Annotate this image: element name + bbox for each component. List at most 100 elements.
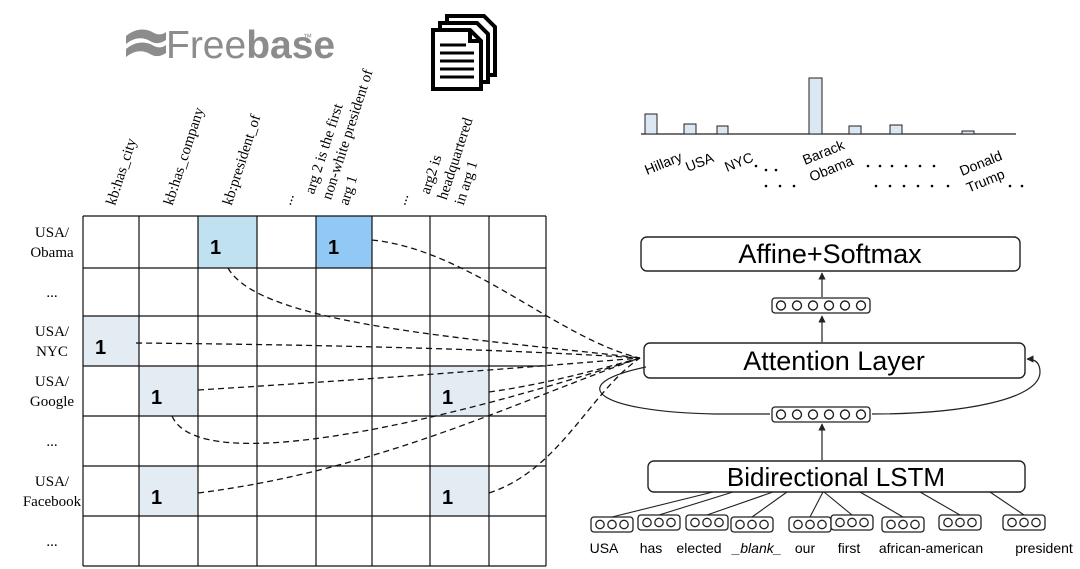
logo-text: Freebase <box>166 24 335 67</box>
token-vector <box>730 516 774 533</box>
row-label: ... <box>46 534 57 550</box>
matrix-to-attention-line <box>488 357 641 494</box>
vector-unit <box>823 300 835 311</box>
token-vector <box>1002 514 1046 531</box>
input-word: elected <box>676 540 721 556</box>
token-unit <box>943 517 953 528</box>
token-vector <box>685 514 729 531</box>
token-vector <box>830 514 874 531</box>
histogram-bar <box>683 123 697 135</box>
cell-fill <box>139 366 198 416</box>
ellipsis-dot <box>890 164 894 168</box>
token-vector <box>881 516 925 533</box>
ellipsis-dot <box>774 168 778 172</box>
affine-softmax-layer: Affine+Softmax <box>640 236 1021 272</box>
cell-value: 1 <box>151 487 162 509</box>
input-word: first <box>838 540 861 556</box>
token-to-lstm-line <box>658 491 734 516</box>
row-label-line: Google <box>30 394 75 410</box>
histogram-label: BarackObama <box>800 136 856 185</box>
histogram-bar <box>889 124 903 135</box>
ellipsis-dot <box>778 184 782 188</box>
column-label-line: kb:has_company <box>161 105 208 207</box>
ellipsis-dot <box>866 164 870 168</box>
ellipsis-dot <box>1020 184 1024 188</box>
ellipsis-dot <box>1008 184 1012 188</box>
matrix-to-attention-line <box>371 239 641 359</box>
cell-fill <box>430 366 489 416</box>
token-unit <box>886 519 896 530</box>
row-label: ... <box>46 285 57 301</box>
ellipsis-dot <box>930 184 934 188</box>
vector-unit <box>839 300 851 311</box>
row-label: ... <box>46 434 57 450</box>
token-unit <box>702 517 712 528</box>
cell-value: 1 <box>442 387 453 409</box>
ellipsis-dot <box>918 164 922 168</box>
histogram-bar <box>716 125 729 135</box>
token-vector <box>788 516 832 533</box>
row-label: USA/Google <box>30 374 75 410</box>
row-label-line: USA/ <box>35 225 70 241</box>
histogram-label-text: Hillary <box>642 148 684 177</box>
histogram-label: Hillary <box>642 148 684 177</box>
input-word: has <box>640 540 663 556</box>
token-to-lstm-line <box>611 491 714 518</box>
histogram-label: USA <box>683 149 716 175</box>
column-label: kb:president_of <box>220 113 264 207</box>
token-to-lstm-line <box>859 491 904 518</box>
token-unit <box>759 519 769 530</box>
row-label-line: USA/ <box>35 374 70 390</box>
ellipsis-dot <box>916 184 920 188</box>
token-to-lstm-line <box>751 491 788 518</box>
token-unit <box>955 517 965 528</box>
column-label-line: ... <box>279 192 298 208</box>
ellipsis-dot <box>904 164 908 168</box>
token-unit <box>735 519 745 530</box>
matrix-to-attention-line <box>197 357 641 391</box>
token-unit <box>595 519 605 530</box>
column-label-line: kb:president_of <box>220 113 264 207</box>
row-label-line: ... <box>46 285 57 301</box>
ellipsis-dot <box>932 164 936 168</box>
token-unit <box>1019 517 1029 528</box>
affine-softmax-label: Affine+Softmax <box>738 239 922 269</box>
vector-unit <box>839 409 851 420</box>
cell-fill <box>430 466 489 516</box>
cell-fill <box>316 216 372 268</box>
histogram-bar <box>808 77 823 135</box>
token-unit <box>817 519 827 530</box>
loop-right <box>871 355 1041 415</box>
row-label-line: USA/ <box>35 474 70 490</box>
matrix-cell-0-4: 1 <box>316 216 372 268</box>
matrix-to-attention-line <box>227 267 641 359</box>
matrix-cell-3-1: 1 <box>139 366 198 416</box>
row-label-line: USA/ <box>35 324 70 340</box>
logo-tm: ™ <box>303 32 312 42</box>
matrix-to-attention-line <box>135 342 641 359</box>
freebase-logo: Freebase ™ <box>126 24 335 67</box>
matrix-cell-0-2: 1 <box>198 216 257 268</box>
token-unit <box>690 517 700 528</box>
column-label-line: ... <box>394 192 413 208</box>
token-unit <box>1007 517 1017 528</box>
column-label-line: kb:has_city <box>104 136 141 207</box>
matrix-cell-5-6: 1 <box>430 466 489 516</box>
affine-input-vector <box>771 297 871 314</box>
histogram-label-text: BarackObama <box>800 136 856 185</box>
loop-left <box>599 366 770 415</box>
vector-unit <box>775 300 787 311</box>
histogram-label-text: USA <box>683 149 716 175</box>
token-unit <box>747 519 757 530</box>
input-word: _blank_ <box>730 540 781 556</box>
vector-unit <box>823 409 835 420</box>
ellipsis-dot <box>878 164 882 168</box>
cell-value: 1 <box>328 237 339 259</box>
vector-box <box>771 297 871 314</box>
column-label: ... <box>279 192 298 208</box>
column-label: ... <box>394 192 413 208</box>
histogram-bar <box>848 125 862 135</box>
